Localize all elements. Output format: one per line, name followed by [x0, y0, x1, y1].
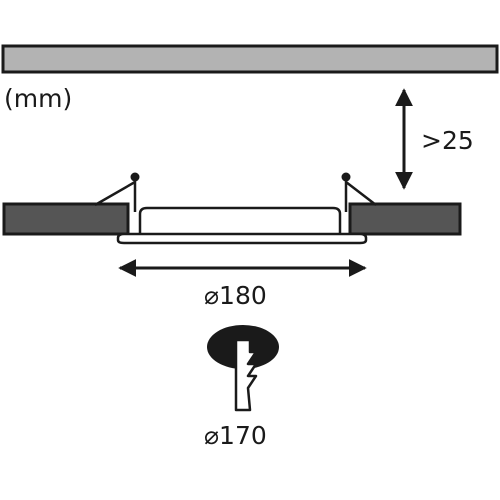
outer-diameter-label: ⌀180	[204, 281, 267, 310]
cutout-diameter-label: ⌀170	[204, 421, 267, 450]
left-spring-clip	[94, 172, 140, 212]
units-label: (mm)	[4, 84, 72, 113]
lamp-flange	[116, 232, 368, 245]
left-ceiling-panel	[2, 202, 130, 236]
saw-blade-icon	[234, 338, 258, 412]
right-spring-clip	[341, 172, 377, 212]
ceiling-gap-label: >25	[421, 126, 474, 155]
lamp-body	[138, 206, 342, 238]
right-ceiling-panel	[348, 202, 462, 236]
ceiling-slab	[1, 44, 499, 74]
